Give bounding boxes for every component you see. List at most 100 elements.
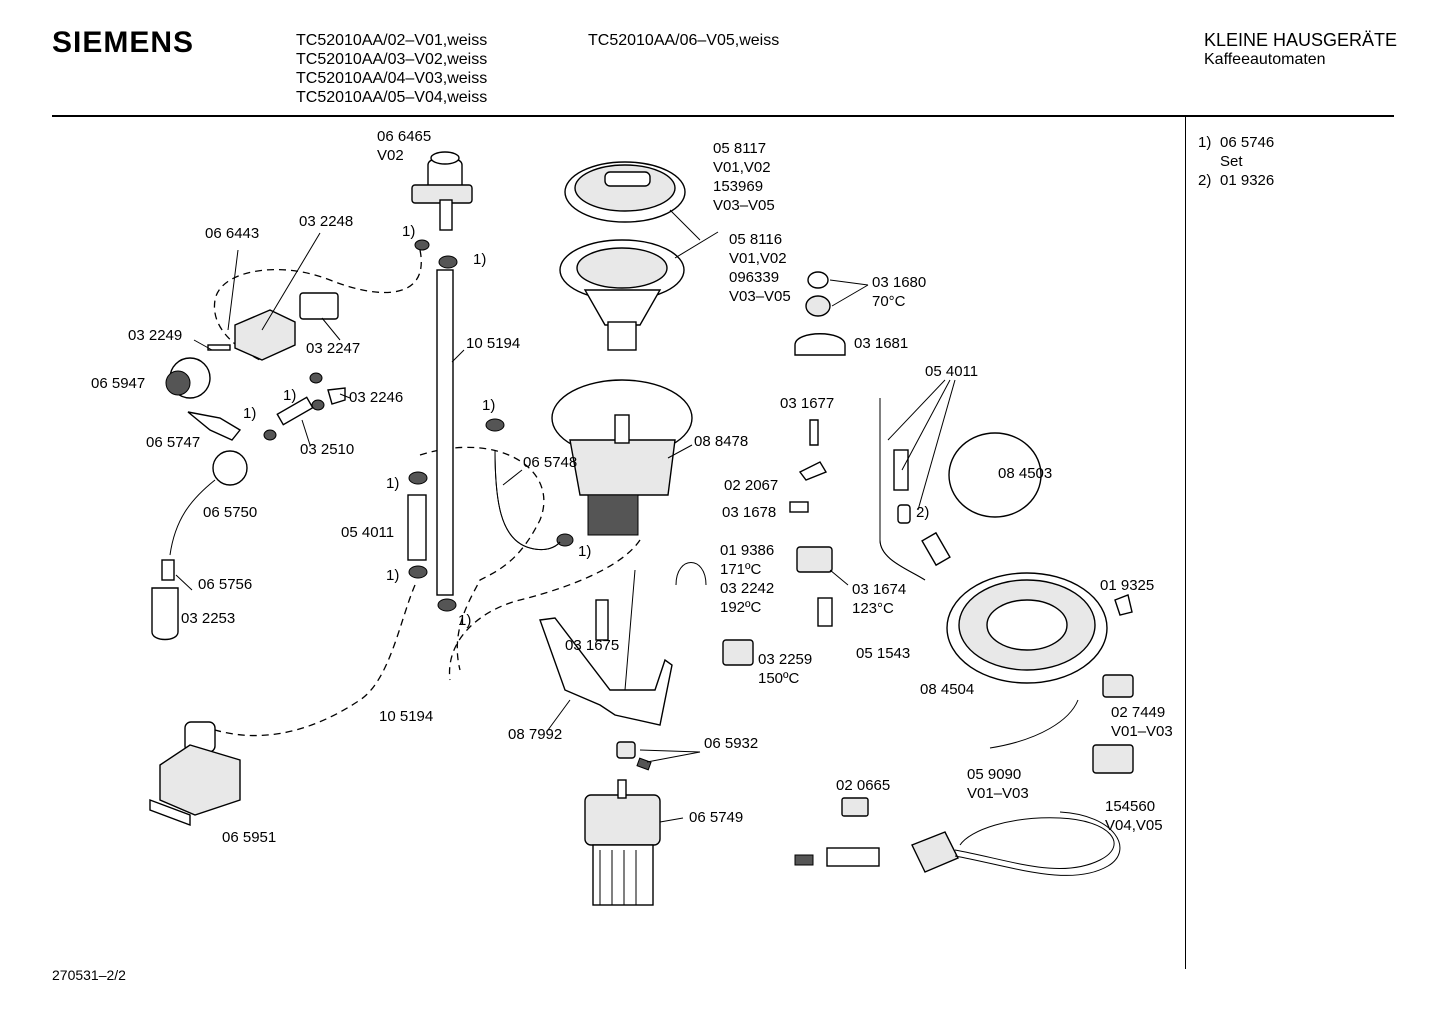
part-label: 08 8478 bbox=[694, 433, 749, 450]
part-label: 03 2510 bbox=[300, 441, 355, 458]
footnote-marker: 1) bbox=[482, 397, 496, 414]
side-note-set: Set bbox=[1220, 153, 1243, 170]
footnote-marker: 1) bbox=[386, 475, 400, 492]
part-label: 05 4011 bbox=[925, 363, 979, 380]
part-label: 06 6465 bbox=[377, 128, 432, 145]
part-label: 70°C bbox=[872, 293, 906, 310]
category-title: KLEINE HAUSGERÄTE bbox=[1204, 30, 1398, 50]
heater-plate-084504 bbox=[946, 572, 1108, 684]
part-label: 03 1681 bbox=[854, 335, 909, 352]
part-label: 06 5747 bbox=[146, 434, 201, 451]
part-label: 10 5194 bbox=[379, 708, 434, 725]
part-label: V01–V03 bbox=[967, 785, 1029, 802]
part-label: 06 5756 bbox=[198, 576, 253, 593]
tube-054011 bbox=[407, 494, 427, 561]
part-label: 03 1680 bbox=[872, 274, 927, 291]
wand-part-065750 bbox=[151, 450, 248, 641]
rod-arm bbox=[624, 569, 636, 691]
part-label: 171ºC bbox=[720, 561, 762, 578]
part-label: 02 2067 bbox=[724, 477, 779, 494]
footnote-marker: 1) bbox=[578, 543, 592, 560]
footnote-marker: 1) bbox=[402, 223, 416, 240]
model-number: TC52010AA/05–V04,weiss bbox=[296, 89, 488, 106]
part-label: 03 2259 bbox=[758, 651, 813, 668]
part-label: 08 7992 bbox=[508, 726, 563, 743]
part-label: 05 1543 bbox=[856, 645, 911, 662]
rod-part-031675 bbox=[595, 599, 609, 641]
part-label: V01,V02 bbox=[729, 250, 787, 267]
part-label: 05 4011 bbox=[341, 524, 395, 541]
part-label: 153969 bbox=[713, 178, 764, 195]
footnote-marker: 1) bbox=[458, 612, 472, 629]
side-note-1: 1)06 5746 bbox=[1198, 134, 1275, 151]
valve-part-066465 bbox=[411, 151, 473, 231]
part-label: 03 2246 bbox=[349, 389, 404, 406]
part-label: 06 5749 bbox=[689, 809, 744, 826]
drawing-number: 270531–2/2 bbox=[52, 967, 126, 983]
model-number: TC52010AA/04–V03,weiss bbox=[296, 70, 488, 87]
part-label: 192ºC bbox=[720, 599, 762, 616]
footnote-marker: 1) bbox=[473, 251, 487, 268]
tube-105194 bbox=[436, 269, 454, 596]
part-label: 05 8116 bbox=[729, 231, 783, 248]
header-divider bbox=[52, 115, 1394, 117]
part-label: 03 2248 bbox=[299, 213, 354, 230]
gasket-part-084503 bbox=[948, 432, 1042, 518]
part-label: 096339 bbox=[729, 269, 780, 286]
footnote-marker: 1) bbox=[386, 567, 400, 584]
hoses-part-054011 bbox=[879, 398, 951, 581]
valve-block-032248 bbox=[165, 292, 346, 441]
part-label: 123°C bbox=[852, 600, 894, 617]
grinder-housing-088478 bbox=[551, 379, 693, 536]
part-label: 06 5951 bbox=[222, 829, 277, 846]
part-label: V03–V05 bbox=[713, 197, 775, 214]
hose-clips bbox=[263, 239, 574, 612]
model-list-secondary: TC52010AA/06–V05,weiss bbox=[588, 31, 779, 50]
part-label: 08 4504 bbox=[920, 681, 975, 698]
switch-parts-right bbox=[794, 594, 1134, 867]
part-label: 02 0665 bbox=[836, 777, 891, 794]
part-label: 03 2249 bbox=[128, 327, 183, 344]
part-label: 03 2253 bbox=[181, 610, 236, 627]
part-label: 06 6443 bbox=[205, 225, 260, 242]
part-label: V02 bbox=[377, 147, 404, 164]
bracket-part-087992 bbox=[539, 617, 673, 726]
coupling-part-065932 bbox=[616, 741, 636, 759]
part-label: 02 7449 bbox=[1111, 704, 1166, 721]
part-label: 05 8117 bbox=[713, 140, 767, 157]
part-label: V04,V05 bbox=[1105, 817, 1163, 834]
category-block: KLEINE HAUSGERÄTE Kaffeeautomaten bbox=[1204, 31, 1397, 69]
footnote-marker: 2) bbox=[916, 504, 930, 521]
part-label: 03 1678 bbox=[722, 504, 777, 521]
part-label: V01–V03 bbox=[1111, 723, 1173, 740]
part-label: 03 1675 bbox=[565, 637, 620, 654]
model-number: TC52010AA/06–V05,weiss bbox=[588, 32, 780, 49]
side-note-2: 2)01 9326 bbox=[1198, 172, 1275, 189]
motor-part-065749 bbox=[584, 779, 661, 906]
part-label: 03 2247 bbox=[306, 340, 361, 357]
thermostat-parts bbox=[675, 271, 846, 666]
brand-logo: SIEMENS bbox=[52, 26, 195, 59]
category-subtitle: Kaffeeautomaten bbox=[1204, 51, 1326, 68]
model-number: TC52010AA/02–V01,weiss bbox=[296, 32, 488, 49]
leader-lines bbox=[175, 209, 956, 823]
filter-part-058116 bbox=[559, 239, 685, 351]
part-label: 05 9090 bbox=[967, 766, 1022, 783]
part-label: 06 5748 bbox=[523, 454, 578, 471]
part-label: 06 5947 bbox=[91, 375, 146, 392]
model-list-primary: TC52010AA/02–V01,weiss TC52010AA/03–V02,… bbox=[296, 31, 487, 107]
part-label: 154560 bbox=[1105, 798, 1156, 815]
part-label: 01 9386 bbox=[720, 542, 775, 559]
footnote-marker: 1) bbox=[283, 387, 297, 404]
power-cord-154560 bbox=[911, 811, 1121, 876]
part-label: V01,V02 bbox=[713, 159, 771, 176]
switch-part-065951 bbox=[149, 721, 241, 827]
part-label: 06 5750 bbox=[203, 504, 258, 521]
part-label: V03–V05 bbox=[729, 288, 791, 305]
side-divider bbox=[1185, 117, 1186, 969]
part-label: 03 1677 bbox=[780, 395, 835, 412]
part-label: 150ºC bbox=[758, 670, 800, 687]
part-label: 10 5194 bbox=[466, 335, 521, 352]
part-label: 06 5932 bbox=[704, 735, 759, 752]
